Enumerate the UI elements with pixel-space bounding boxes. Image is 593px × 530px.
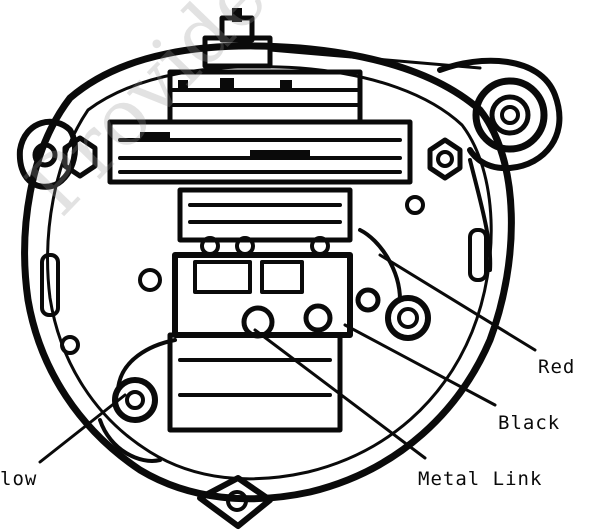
housing-slots — [40, 195, 488, 355]
bolt-head-left — [62, 135, 98, 179]
label-black: Black — [498, 412, 561, 434]
rectifier-assembly — [107, 69, 413, 256]
leader-top — [268, 48, 482, 70]
leader-red — [378, 253, 537, 352]
label-red: Red — [538, 356, 576, 378]
bolt-head-upper-right — [427, 137, 463, 181]
label-yellow-partial: low — [0, 468, 38, 490]
wire-right — [355, 228, 431, 341]
leader-lines — [38, 48, 537, 464]
mounting-ear-right — [437, 57, 563, 272]
label-metal-link: Metal Link — [418, 468, 543, 490]
regulator-block — [167, 252, 353, 433]
leader-yellow — [38, 393, 127, 464]
leader-metal-link — [253, 328, 427, 460]
leader-black — [343, 323, 497, 407]
wire-left — [98, 338, 177, 463]
mounting-ear-bottom — [197, 475, 273, 529]
terminal-stud — [202, 8, 273, 69]
mounting-ear-left — [16, 118, 78, 190]
